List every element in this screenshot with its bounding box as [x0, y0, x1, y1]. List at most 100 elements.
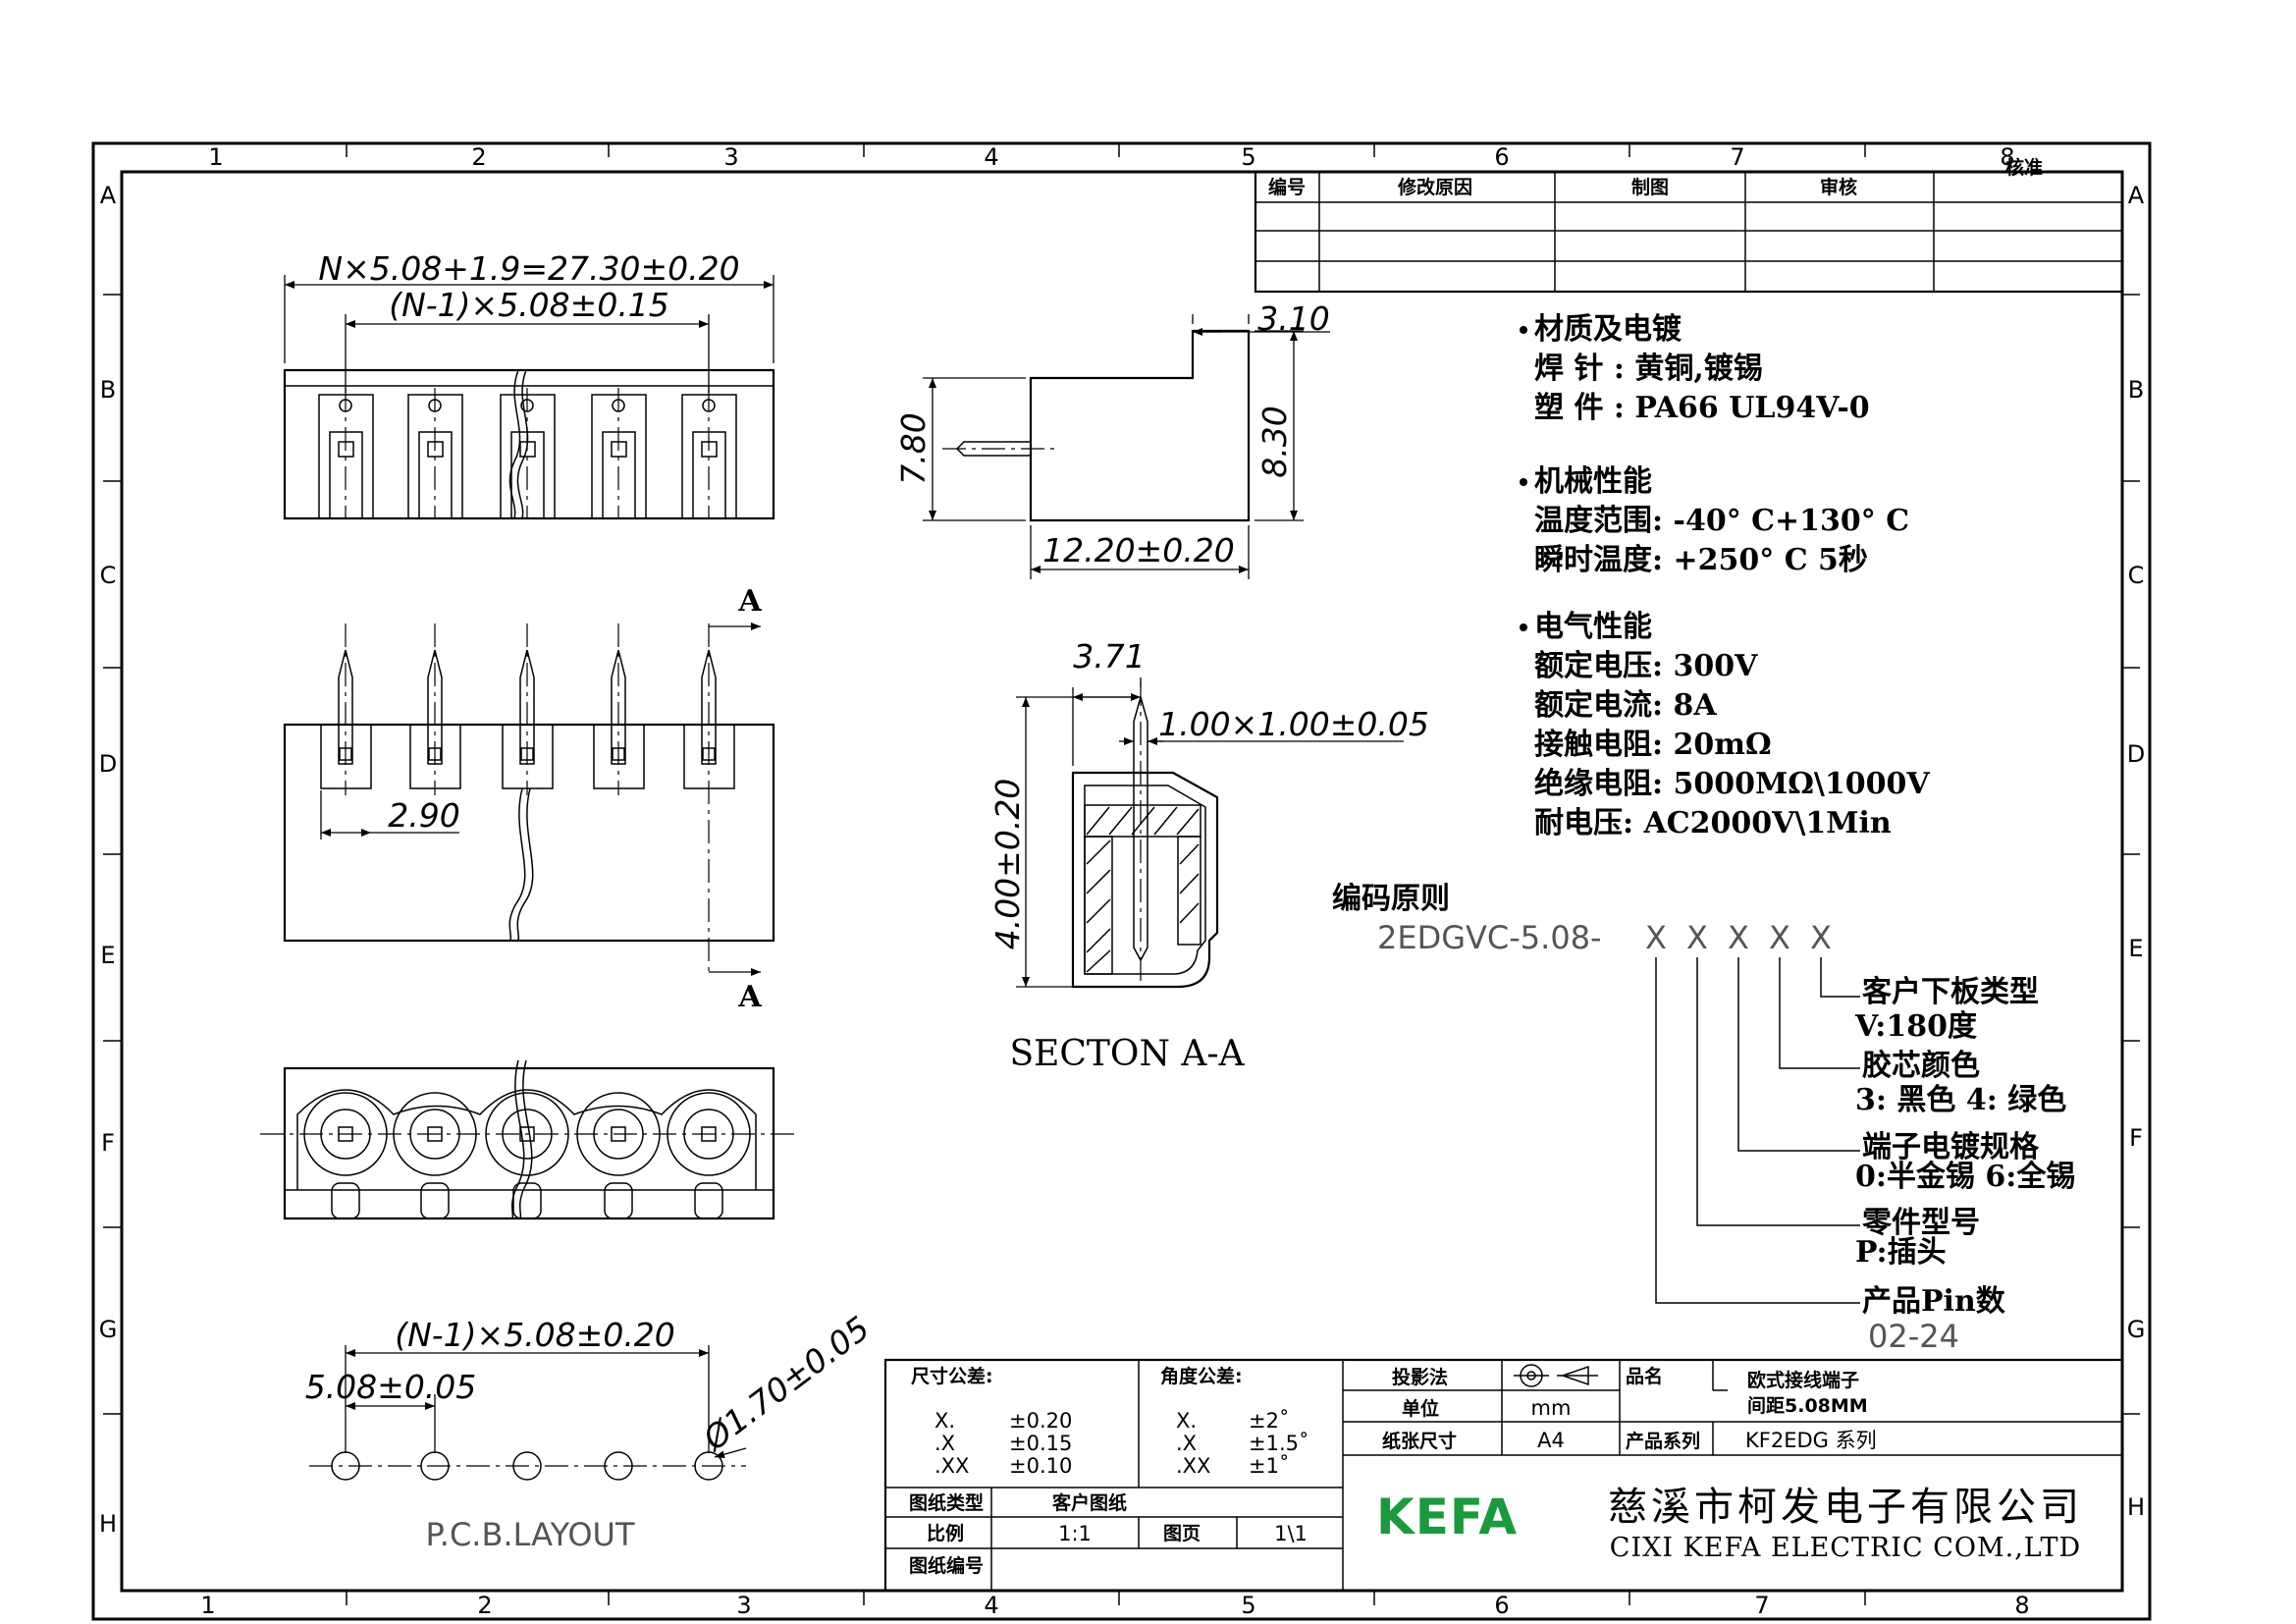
row-ticks	[103, 294, 2140, 1415]
projection-symbol-icon	[1514, 1364, 1598, 1387]
coding-legend-label: 零件型号	[1862, 1206, 1980, 1240]
unit-value: mm	[1531, 1396, 1572, 1420]
unit-label: 单位	[1402, 1397, 1439, 1420]
dim-pcb-pitch: 5.08±0.05	[305, 1368, 477, 1406]
coding-leaders	[1655, 957, 1860, 1304]
col-label: 5	[1241, 143, 1255, 171]
row-label: C	[100, 562, 117, 589]
bullet-icon	[1520, 623, 1527, 631]
product-pitch-value: 5.08MM	[1785, 1395, 1868, 1417]
col-label: 7	[1730, 143, 1744, 171]
company-name-cn: 慈溪市柯发电子有限公司	[1608, 1485, 2083, 1530]
section-view: 3.71 1.00×1.00±0.05 4.00±0.20 SECTON A-A	[988, 637, 1429, 1074]
bottom-view	[260, 1059, 795, 1220]
kefa-logo: KEFA	[1376, 1489, 1518, 1545]
drawing-no-label: 图纸编号	[909, 1554, 984, 1577]
coding-legend-value: 3: 黑色 4: 绿色	[1855, 1083, 2066, 1117]
coding-principle: 编码原则 2EDGVC-5.08- X X X X X 客户下板类型 V:180…	[1332, 882, 2075, 1355]
electrical-line: 额定电流: 8A	[1534, 688, 1717, 723]
paper-size-label: 纸张尺寸	[1382, 1430, 1457, 1452]
ang-tol-key: X.	[1176, 1409, 1197, 1433]
pcb-layout-label: P.C.B.LAYOUT	[425, 1516, 635, 1553]
page-label: 图页	[1163, 1523, 1201, 1544]
col-label: 7	[1754, 1592, 1769, 1619]
revision-table: 编号 修改原因 制图 审核 核准	[1254, 156, 2124, 294]
bullet-icon	[1520, 478, 1527, 486]
dim-tol-key: .XX	[934, 1454, 969, 1478]
ang-tol-value: ±1˚	[1249, 1454, 1289, 1478]
top-view: N×5.08+1.9=27.30±0.20 (N-1)×5.08±0.15	[283, 249, 775, 520]
row-label: G	[99, 1316, 118, 1343]
section-marker-top: A	[737, 584, 762, 619]
coding-legend-label: 端子电镀规格	[1862, 1130, 2040, 1164]
coding-placeholder: X	[1686, 919, 1708, 956]
col-label: 8	[2014, 1592, 2029, 1619]
ang-tol-key: .XX	[1176, 1454, 1210, 1478]
series-value: KF2EDG 系列	[1745, 1429, 1877, 1452]
col-label: 6	[1494, 1592, 1509, 1619]
dim-pin-pitch-top: (N-1)×5.08±0.15	[389, 286, 669, 324]
row-label: C	[2128, 562, 2145, 589]
col-label: 3	[723, 143, 738, 171]
row-label: D	[2127, 740, 2145, 768]
scale-value: 1:1	[1058, 1522, 1092, 1545]
drawing-type-label: 图纸类型	[909, 1491, 984, 1514]
coding-placeholder: X	[1810, 919, 1832, 956]
dim-tolerance-label: 尺寸公差:	[911, 1365, 993, 1387]
col-label: 8	[2000, 143, 2014, 171]
bullet-icon	[1520, 326, 1527, 334]
electrical-line: 耐电压: AC2000V\1Min	[1534, 806, 1892, 840]
row-label: H	[2127, 1493, 2145, 1521]
dim-tol-value: ±0.20	[1009, 1409, 1072, 1433]
paper-size-value: A4	[1537, 1429, 1565, 1452]
ang-tol-value: ±2˚	[1249, 1409, 1289, 1433]
dim-section-height: 4.00±0.20	[988, 779, 1027, 950]
section-marker-bottom: A	[737, 980, 762, 1014]
coding-legend-label: 客户下板类型	[1862, 975, 2039, 1009]
dim-pin-size: 1.00×1.00±0.05	[1158, 705, 1429, 743]
dim-tol-key: X.	[934, 1409, 955, 1433]
col-label: 3	[736, 1592, 751, 1619]
coding-prefix: 2EDGVC-5.08-	[1377, 919, 1602, 956]
product-pitch-prefix: 间距	[1747, 1395, 1785, 1417]
column-ticks	[346, 143, 1866, 1605]
material-line: 塑 件 : PA66 UL94V-0	[1534, 391, 1870, 425]
rev-header: 制图	[1631, 176, 1669, 198]
row-label: A	[2128, 182, 2145, 209]
electrical-line: 额定电压: 300V	[1534, 649, 1758, 683]
coding-legend-label: 产品Pin数	[1862, 1284, 2006, 1319]
mechanical-title: 机械性能	[1534, 464, 1652, 499]
coding-placeholder: X	[1769, 919, 1790, 956]
col-label: 2	[471, 143, 486, 171]
dim-pcb-pitch-total: (N-1)×5.08±0.20	[395, 1316, 675, 1354]
col-label: 4	[984, 143, 998, 171]
projection-label: 投影法	[1392, 1366, 1448, 1388]
side-view: 3.10 7.80 8.30 12.20±0.20	[894, 299, 1330, 579]
front-view: A A 2.90	[283, 584, 775, 1014]
ang-tol-key: .X	[1176, 1432, 1197, 1455]
row-label: E	[2128, 935, 2143, 962]
coding-legend-value: 0:半金锡 6:全锡	[1855, 1160, 2075, 1194]
company-name-en: CIXI KEFA ELECTRIC COM.,LTD	[1610, 1533, 2081, 1563]
dim-tol-value: ±0.15	[1009, 1432, 1072, 1455]
bottom-view-feet	[331, 1182, 723, 1219]
row-label: B	[2128, 376, 2144, 404]
mechanical-line: 瞬时温度: +250° C 5秒	[1534, 543, 1868, 577]
product-name: 欧式接线端子	[1747, 1369, 1859, 1391]
dim-side-width: 12.20±0.20	[1042, 531, 1235, 569]
electrical-title: 电气性能	[1534, 610, 1652, 644]
ang-tolerance-label: 角度公差:	[1160, 1365, 1243, 1387]
rev-header: 编号	[1268, 176, 1306, 198]
electrical-line: 绝缘电阻: 5000MΩ\1000V	[1534, 767, 1930, 801]
row-label: F	[2129, 1124, 2143, 1152]
mechanical-line: 温度范围: -40° C+130° C	[1534, 504, 1909, 538]
section-label: SECTON A-A	[1009, 1034, 1245, 1074]
coding-legend-value: V:180度	[1854, 1009, 1977, 1044]
row-label: G	[2127, 1316, 2146, 1343]
row-label: B	[100, 376, 116, 404]
rev-header: 审核	[1820, 176, 1857, 198]
col-label: 6	[1494, 143, 1509, 171]
product-name-label: 品名	[1626, 1365, 1663, 1387]
product-pitch-label: 间距5.08MM	[1747, 1395, 1868, 1417]
